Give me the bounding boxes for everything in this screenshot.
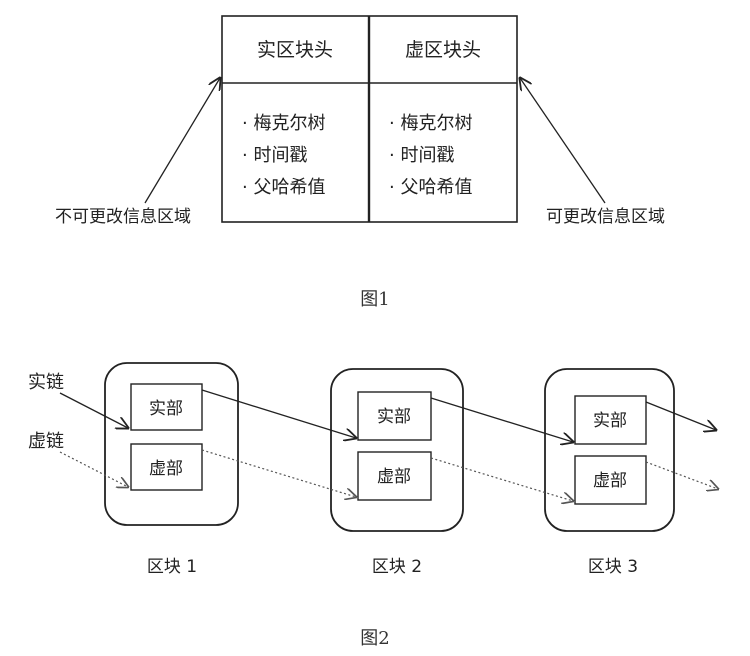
real-chain-label: 实链 [28, 372, 64, 393]
block-3: 实部 虚部 区块 3 [544, 368, 675, 577]
virtual-item-timestamp: · 时间戳 [389, 145, 454, 166]
block-1-real-label: 实部 [149, 399, 183, 419]
block-3-name: 区块 3 [588, 557, 638, 577]
virtual-chain-arrow-2-3 [430, 457, 573, 501]
block-2-outline [330, 368, 464, 532]
virtual-chain-arrow-out [645, 461, 718, 489]
virtual-block-header: 虚区块头 [405, 39, 481, 61]
virtual-chain-arrow-in [59, 451, 128, 487]
block-1-real-part [130, 383, 203, 431]
figure-1-caption: 图1 [360, 289, 389, 310]
block-1-virtual-label: 虚部 [149, 459, 183, 479]
immutable-region-label: 不可更改信息区域 [55, 207, 191, 227]
figure-2: 实链 虚链 实部 虚部 区块 1 实部 虚部 区块 2 实部 虚部 区块 [28, 362, 718, 649]
real-item-merkle-tree: · 梅克尔树 [242, 113, 325, 134]
block-2-real-label: 实部 [377, 407, 411, 427]
virtual-chain-arrow-1-2 [201, 449, 356, 497]
mutable-region-arrow [520, 78, 606, 204]
block-2-name: 区块 2 [372, 557, 422, 577]
block-2-real-part [357, 391, 432, 441]
virtual-item-merkle-tree: · 梅克尔树 [389, 113, 472, 134]
block-2: 实部 虚部 区块 2 [330, 368, 464, 577]
virtual-item-parent-hash: · 父哈希值 [389, 177, 472, 198]
block-1-virtual-part [130, 443, 203, 491]
real-item-timestamp: · 时间戳 [242, 145, 307, 166]
block-3-outline [544, 368, 675, 532]
real-block-header: 实区块头 [257, 39, 333, 61]
real-item-parent-hash: · 父哈希值 [242, 177, 325, 198]
block-1-outline [104, 362, 239, 526]
immutable-region-arrow [144, 78, 220, 204]
block-3-real-label: 实部 [593, 411, 627, 431]
real-chain-arrow-2-3 [430, 397, 573, 442]
real-chain-arrow-out [645, 401, 716, 430]
virtual-chain-label: 虚链 [28, 431, 64, 452]
block-3-virtual-label: 虚部 [593, 471, 627, 491]
block-1-name: 区块 1 [147, 557, 197, 577]
block-3-real-part [574, 395, 647, 445]
block-2-virtual-part [357, 451, 432, 501]
figure-1: 实区块头 虚区块头 · 梅克尔树 · 时间戳 · 父哈希值 · 梅克尔树 · 时… [55, 15, 665, 310]
block-2-virtual-label: 虚部 [377, 467, 411, 487]
block-1: 实部 虚部 区块 1 [104, 362, 239, 577]
figure-2-caption: 图2 [360, 628, 389, 649]
block-3-virtual-part [574, 455, 647, 505]
real-chain-arrow-in [59, 392, 128, 428]
real-chain-arrow-1-2 [201, 389, 356, 438]
mutable-region-label: 可更改信息区域 [546, 207, 665, 227]
